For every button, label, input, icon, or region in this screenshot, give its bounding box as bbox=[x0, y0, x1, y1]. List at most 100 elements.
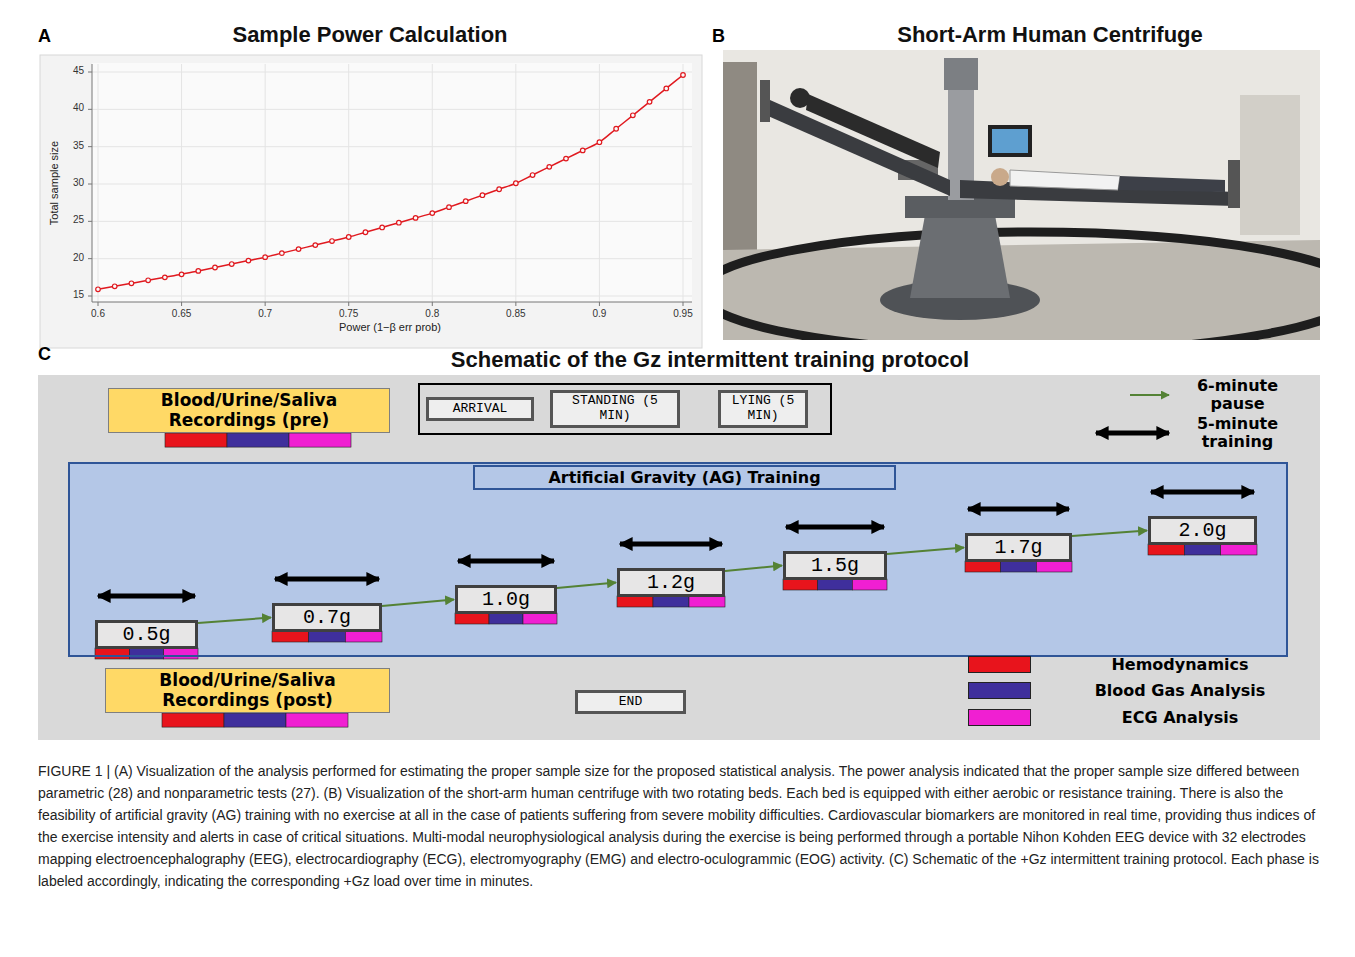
box-label: Blood/Urine/Saliva Recordings (pre) bbox=[115, 391, 383, 430]
g-load-box: 2.0g bbox=[1148, 516, 1257, 545]
tick-label: 35 bbox=[54, 140, 84, 151]
pause-arrow bbox=[887, 548, 964, 555]
axis-title: Total sample size bbox=[48, 133, 60, 233]
tick-label: 0.6 bbox=[78, 308, 118, 319]
measure-bar bbox=[95, 648, 129, 659]
figure-caption: FIGURE 1 | (A) Visualization of the anal… bbox=[38, 760, 1328, 892]
box-label: 2.0g bbox=[1178, 519, 1226, 542]
measure-bar bbox=[965, 561, 1001, 572]
tick-label: 15 bbox=[54, 289, 84, 300]
legend-text: 6-minute pause bbox=[1175, 377, 1300, 413]
training-arrow bbox=[275, 577, 379, 582]
legend-item: 5-minute training bbox=[1090, 415, 1300, 451]
tick-label: 45 bbox=[54, 65, 84, 76]
measure-bar bbox=[224, 713, 286, 727]
measure-bar bbox=[617, 596, 653, 607]
measure-bar bbox=[489, 613, 523, 624]
box-label: STANDING (5 MIN) bbox=[557, 394, 673, 424]
panel-letter: A bbox=[38, 26, 51, 47]
box-label: 1.0g bbox=[482, 588, 530, 611]
band-heading: Artificial Gravity (AG) Training bbox=[473, 465, 896, 490]
tick-label: 0.75 bbox=[329, 308, 369, 319]
legend-swatch bbox=[968, 656, 1031, 673]
sampling-box: Blood/Urine/Saliva Recordings (pre) bbox=[108, 388, 390, 433]
training-arrow bbox=[968, 507, 1069, 512]
end-box: END bbox=[575, 690, 686, 714]
step-box: LYING (5 MIN) bbox=[718, 390, 808, 428]
measure-bar bbox=[227, 433, 289, 447]
measure-bar bbox=[286, 713, 348, 727]
g-load-box: 1.7g bbox=[965, 533, 1072, 562]
measure-bar bbox=[309, 631, 346, 642]
legend-sample bbox=[1128, 385, 1172, 405]
legend-item: Hemodynamics bbox=[968, 656, 1315, 674]
measure-bar bbox=[818, 579, 853, 590]
measure-bar bbox=[1001, 561, 1037, 572]
arrival-group: ARRIVAL STANDING (5 MIN) LYING (5 MIN) bbox=[418, 383, 832, 435]
schematic-panel bbox=[38, 375, 1320, 740]
box-label: 1.5g bbox=[811, 554, 859, 577]
measure-bar bbox=[165, 433, 227, 447]
training-arrow bbox=[458, 559, 554, 564]
measure-bar bbox=[345, 631, 382, 642]
power-chart bbox=[88, 64, 692, 306]
training-band: Artificial Gravity (AG) Training 0.5g 0.7g… bbox=[68, 462, 1288, 657]
measure-bar bbox=[1036, 561, 1072, 572]
legend-item: ECG Analysis bbox=[968, 709, 1315, 727]
panel-title: Sample Power Calculation bbox=[130, 22, 610, 48]
legend-text: Blood Gas Analysis bbox=[1045, 682, 1315, 700]
training-arrow bbox=[620, 542, 722, 547]
measure-bar bbox=[289, 433, 351, 447]
measure-bar bbox=[689, 596, 725, 607]
tick-label: 0.7 bbox=[245, 308, 285, 319]
pause-arrow bbox=[382, 600, 454, 607]
tick-label: 0.8 bbox=[412, 308, 452, 319]
legend-item: 6-minute pause bbox=[1128, 377, 1300, 413]
step-box: STANDING (5 MIN) bbox=[550, 390, 680, 428]
box-label: 1.7g bbox=[994, 536, 1042, 559]
centrifuge-photo bbox=[723, 50, 1320, 340]
measure-bar bbox=[1148, 544, 1184, 555]
g-load-box: 1.0g bbox=[455, 585, 557, 614]
panel-letter: C bbox=[38, 344, 51, 365]
box-label: ARRIVAL bbox=[453, 402, 508, 417]
measure-bar bbox=[1221, 544, 1257, 555]
tick-label: 20 bbox=[54, 252, 84, 263]
measure-bar bbox=[455, 613, 489, 624]
pause-arrow bbox=[557, 583, 616, 589]
axis-title: Power (1−β err prob) bbox=[290, 321, 490, 333]
legend-swatch bbox=[968, 709, 1031, 726]
legend-item: Blood Gas Analysis bbox=[968, 682, 1315, 700]
legend-sample bbox=[1090, 423, 1172, 443]
sampling-box: Blood/Urine/Saliva Recordings (post) bbox=[105, 668, 390, 713]
pause-arrow bbox=[198, 618, 271, 624]
training-arrow bbox=[786, 525, 884, 530]
schematic-marks bbox=[95, 433, 1257, 727]
measure-bar bbox=[272, 631, 309, 642]
measure-bar bbox=[852, 579, 887, 590]
box-label: 0.5g bbox=[122, 623, 170, 646]
measure-bar bbox=[164, 648, 198, 659]
g-load-box: 1.2g bbox=[617, 568, 725, 597]
plot-area bbox=[92, 63, 692, 302]
legend-text: 5-minute training bbox=[1175, 415, 1300, 451]
training-band-fill bbox=[68, 462, 1288, 657]
measure-bar bbox=[783, 579, 818, 590]
g-load-box: 0.7g bbox=[272, 603, 382, 632]
panel-title: Short-Arm Human Centrifuge bbox=[810, 22, 1290, 48]
training-arrow bbox=[98, 594, 195, 599]
pause-arrow bbox=[1072, 531, 1147, 537]
tick-label: 0.95 bbox=[663, 308, 703, 319]
measure-bar bbox=[523, 613, 557, 624]
pause-arrow bbox=[725, 566, 782, 572]
tick-label: 40 bbox=[54, 102, 84, 113]
legend-swatch bbox=[968, 682, 1031, 699]
box-label: 0.7g bbox=[303, 606, 351, 629]
measure-bar bbox=[129, 648, 163, 659]
tick-label: 25 bbox=[54, 214, 84, 225]
box-label: END bbox=[619, 695, 642, 710]
step-box: ARRIVAL bbox=[426, 397, 534, 421]
legend-text: Hemodynamics bbox=[1045, 656, 1315, 674]
box-label: LYING (5 MIN) bbox=[725, 394, 801, 424]
